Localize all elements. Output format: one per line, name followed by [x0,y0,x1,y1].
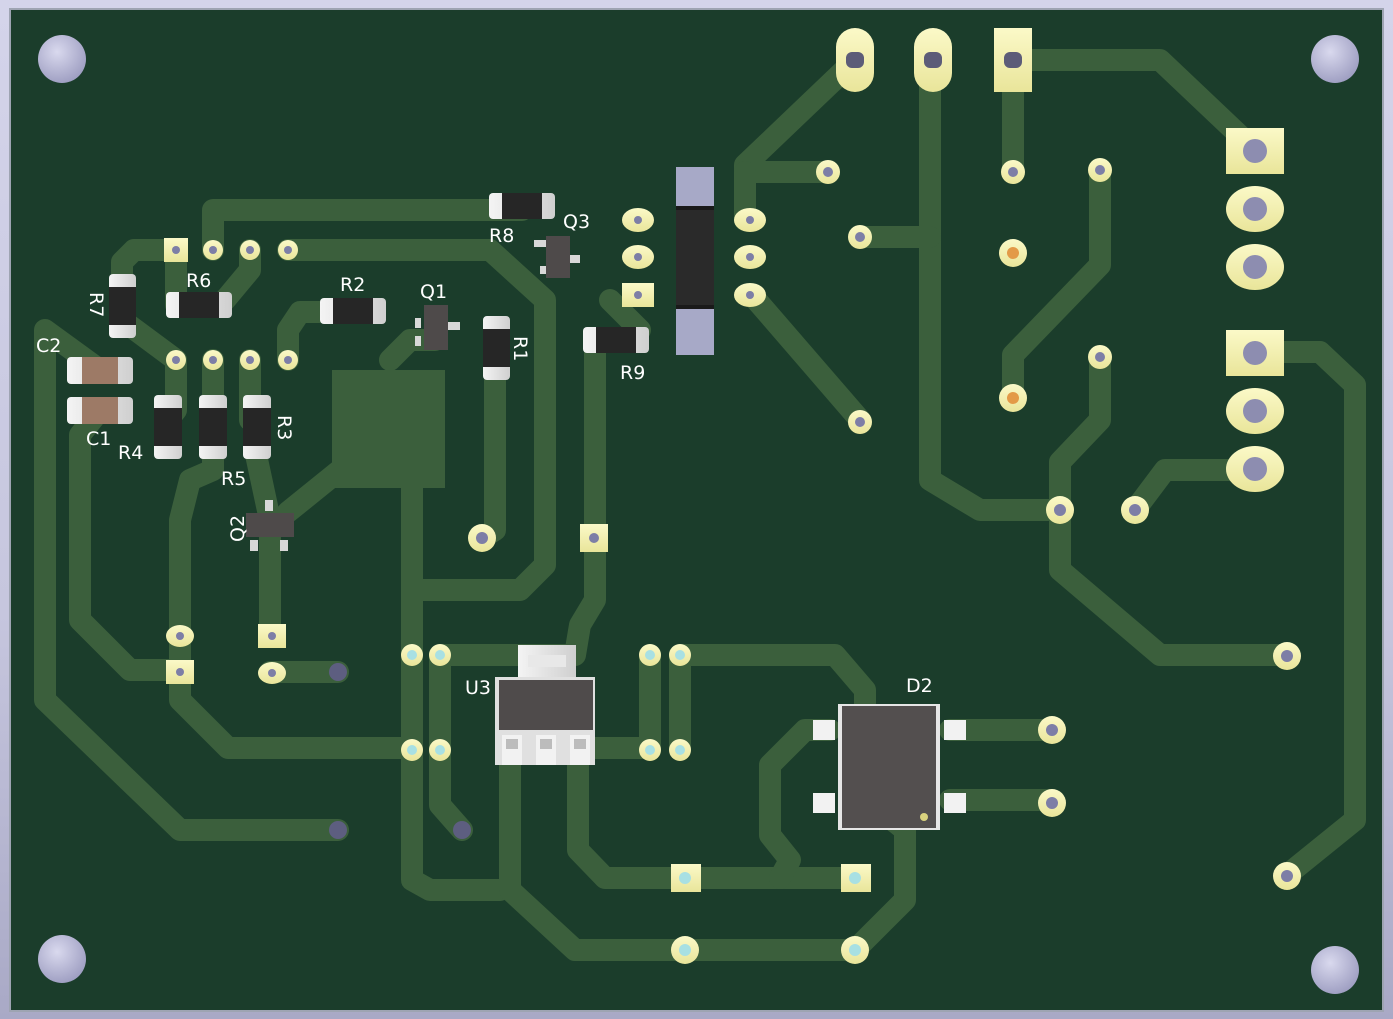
label-r1: R1 [509,336,531,361]
right-terminal-pads [1226,128,1284,492]
copper-pour-block [332,370,445,488]
label-u3: U3 [465,677,491,699]
mount-hole-top-right [1311,35,1359,83]
u3-regulator [495,645,595,765]
mount-hole-bottom-left [38,935,86,983]
smd-capacitors [67,357,133,424]
mounting-holes [38,35,1359,994]
label-r7: R7 [85,292,107,317]
smd-resistors [109,193,649,459]
pcb-substrate [9,8,1384,1012]
silkscreen-labels: C2 C1 R4 R5 R6 R2 Q1 R8 Q3 R9 U3 D2 R7 R… [36,211,933,699]
d2-bridge-rectifier [813,704,966,830]
label-r3: R3 [273,415,295,440]
label-c2: C2 [36,335,61,357]
label-q1: Q1 [420,281,447,303]
sot23-transistors [246,236,580,551]
label-r2: R2 [340,274,365,296]
label-r4: R4 [118,442,143,464]
label-r9: R9 [620,362,645,384]
mount-hole-bottom-right [1311,946,1359,994]
mount-hole-top-left [38,35,86,83]
central-module [676,167,714,355]
label-q2: Q2 [227,515,249,542]
label-r8: R8 [489,225,514,247]
label-c1: C1 [86,428,111,450]
label-d2: D2 [906,675,933,697]
top-connector-pads [836,28,1032,92]
label-q3: Q3 [563,211,590,233]
through-hole-pads [164,158,1301,964]
label-r6: R6 [186,270,211,292]
label-r5: R5 [221,468,246,490]
